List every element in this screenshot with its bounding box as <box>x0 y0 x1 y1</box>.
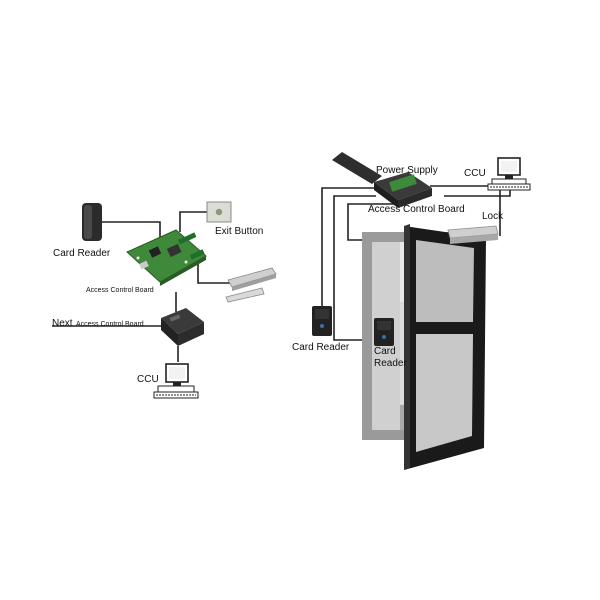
left-ccu-label: CCU <box>137 374 159 385</box>
ccu-computer-left <box>153 363 199 399</box>
power-supply-label: Power Supply <box>376 165 438 176</box>
card-reader-inside-label-line2: Reader <box>374 358 407 369</box>
magnetic-lock-device <box>225 267 277 303</box>
door-lock-device <box>447 225 499 244</box>
open-door <box>404 224 486 470</box>
right-ccu-label: CCU <box>464 168 486 179</box>
access-control-board-device <box>126 229 207 286</box>
exit-button-label: Exit Button <box>215 226 263 237</box>
lock-label: Lock <box>482 211 504 222</box>
right-access-control-board-label: Access Control Board <box>368 204 465 215</box>
left-card-reader-label: Card Reader <box>53 248 111 259</box>
next-board-label: Access Control Board <box>76 321 144 328</box>
card-reader-outside <box>312 306 332 336</box>
ccu-computer-right <box>487 157 531 191</box>
power-supply-device <box>332 152 432 208</box>
card-reader-outside-label: Card Reader <box>292 342 350 353</box>
network-converter-device <box>161 308 204 346</box>
card-reader-inside-label-line1: Card <box>374 346 396 357</box>
right-door-diagram: Power Supply CCU Access Control Board Lo… <box>292 152 531 470</box>
left-access-control-board-label: Access Control Board <box>86 287 154 294</box>
exit-button-device <box>206 201 232 223</box>
next-label: Next <box>52 318 73 329</box>
card-reader-inside <box>374 318 394 346</box>
card-reader-device <box>82 203 102 241</box>
left-wiring-diagram: Card Reader Exit Button Access Control B… <box>52 201 277 399</box>
